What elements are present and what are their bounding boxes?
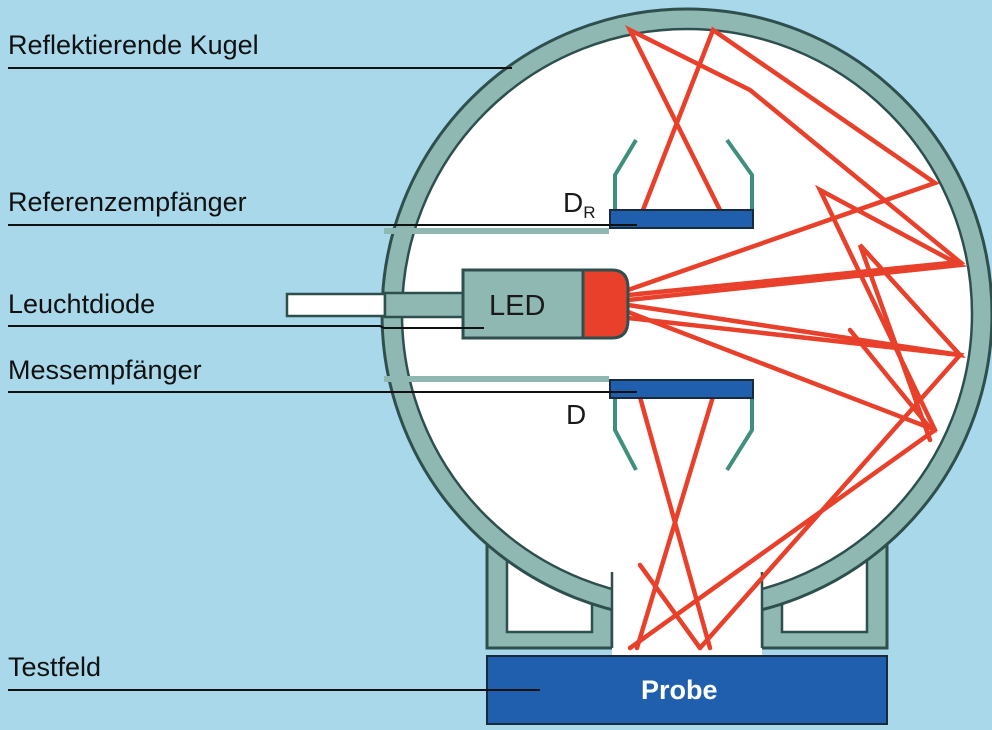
light-ray [625, 26, 940, 293]
reference-detector [609, 209, 754, 229]
probe-block [486, 655, 888, 725]
label-reflecting-sphere: Reflektierende Kugel [8, 30, 259, 60]
light-ray [625, 315, 965, 651]
leader-led [8, 325, 484, 329]
leader-lines [8, 67, 637, 691]
baffle-top [384, 228, 609, 234]
light-ray [625, 309, 938, 434]
led-lead-inner [383, 291, 467, 319]
light-ray [637, 562, 703, 651]
label-reference-receiver: Referenzempfänger [8, 187, 247, 217]
light-ray [625, 243, 966, 443]
reference-shields [613, 138, 754, 210]
led-tip [581, 268, 630, 340]
measure-detector-symbol: D [566, 399, 586, 430]
probe-label: Probe [641, 675, 718, 705]
led-label: LED [489, 290, 545, 322]
measure-detector [609, 379, 754, 399]
reference-detector-subscript: R [583, 203, 595, 222]
baffle-bottom [384, 376, 609, 382]
light-ray [634, 387, 718, 651]
measure-shields [613, 398, 754, 472]
light-rays [624, 24, 968, 651]
label-measure-receiver: Messempfänger [8, 355, 202, 385]
label-testfield: Testfeld [8, 652, 101, 682]
led-lead-outer [285, 292, 387, 318]
label-led: Leuchtdiode [8, 289, 155, 319]
reference-detector-symbol: DR [563, 187, 596, 222]
led-body [461, 268, 585, 340]
light-ray [625, 184, 968, 651]
light-ray [624, 24, 966, 298]
